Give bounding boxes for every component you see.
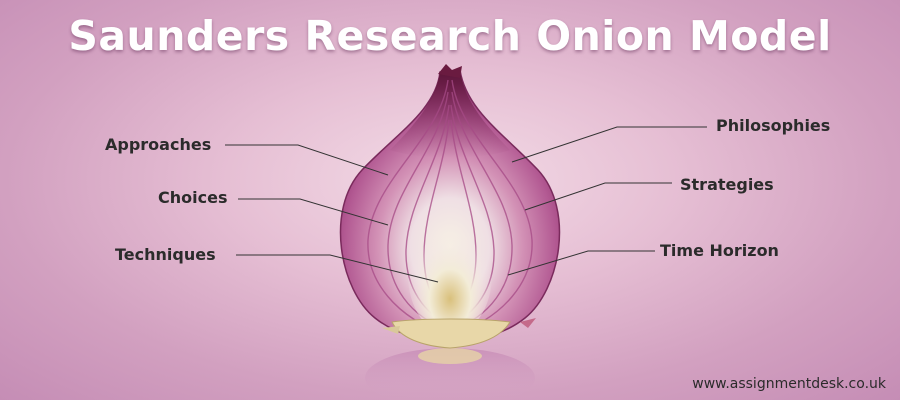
label-approaches: Approaches	[105, 135, 212, 154]
label-time-horizon: Time Horizon	[660, 241, 779, 260]
website-watermark: www.assignmentdesk.co.uk	[692, 376, 886, 392]
leader-line-strategies	[524, 182, 672, 211]
leader-line-choices	[238, 198, 389, 226]
onion-reflection	[365, 348, 535, 400]
leader-line-philosophies	[511, 126, 707, 163]
label-choices: Choices	[158, 188, 228, 207]
leader-lines	[225, 126, 707, 283]
onion-root	[391, 318, 511, 349]
label-philosophies: Philosophies	[716, 116, 831, 135]
label-techniques: Techniques	[115, 245, 216, 264]
leader-line-approaches	[225, 144, 389, 176]
leader-line-time-horizon	[507, 250, 655, 276]
page-title: Saunders Research Onion Model	[68, 12, 832, 60]
leader-line-techniques	[236, 254, 439, 283]
onion-core	[408, 215, 492, 335]
label-strategies: Strategies	[680, 175, 774, 194]
